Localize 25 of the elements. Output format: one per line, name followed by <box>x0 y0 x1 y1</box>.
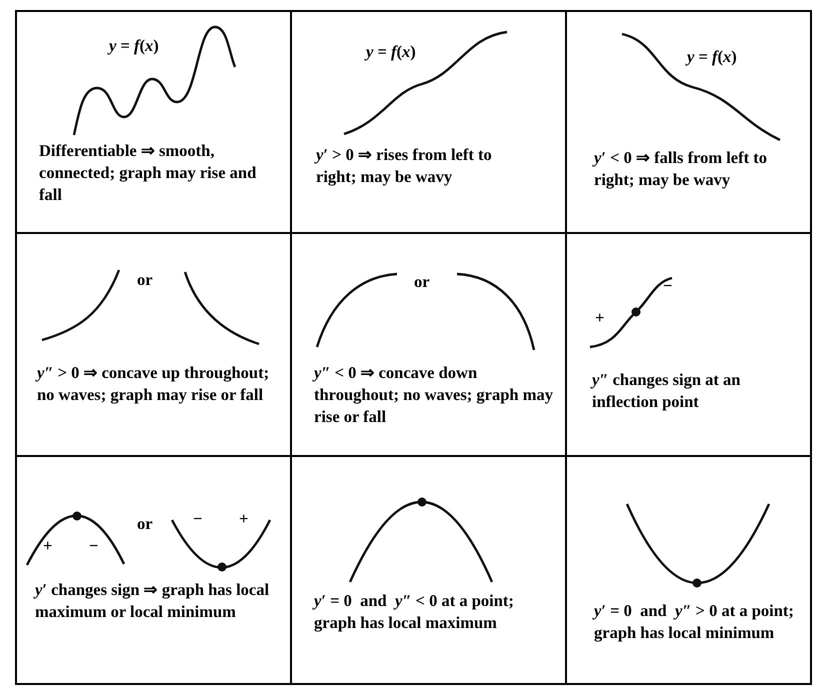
table-cell <box>565 455 812 685</box>
table-cell <box>15 10 292 234</box>
sign-label: + <box>595 308 604 328</box>
table-cell <box>565 10 812 234</box>
sign-label: + <box>239 509 248 529</box>
description-text: y′ changes sign ⇒ graph has local maximum or local minimum <box>35 579 270 623</box>
table-cell <box>15 455 292 685</box>
description-text: y′ < 0 ⇒ falls from left to right; may be wavy <box>594 147 768 191</box>
description-text: y′ = 0 and y″ < 0 at a point; graph has local maximum <box>314 590 514 634</box>
description-text: y″ < 0 ⇒ concave down throughout; no waves; graph may rise or fall <box>314 362 554 428</box>
connector-word: or <box>414 272 430 292</box>
description-text: Differentiable ⇒ smooth, connected; graph may rise and fall <box>39 140 258 206</box>
formula-label: y = f(x) <box>687 47 737 67</box>
formula-label: y = f(x) <box>366 42 416 62</box>
description-text: y′ > 0 ⇒ rises from left to right; may be wavy <box>316 144 493 188</box>
sign-label: − <box>89 536 98 556</box>
description-text: y″ > 0 ⇒ concave up throughout; no waves; graph may rise or fall <box>37 362 270 406</box>
formula-label: y = f(x) <box>109 36 159 56</box>
description-text: y′ = 0 and y″ > 0 at a point; graph has local minimum <box>594 600 794 644</box>
sign-label: − <box>193 509 202 529</box>
connector-word: or <box>137 514 153 534</box>
connector-word: or <box>137 270 153 290</box>
sign-label: + <box>43 536 52 556</box>
description-text: y″ changes sign at an inflection point <box>592 369 742 413</box>
sign-label: − <box>663 276 672 296</box>
